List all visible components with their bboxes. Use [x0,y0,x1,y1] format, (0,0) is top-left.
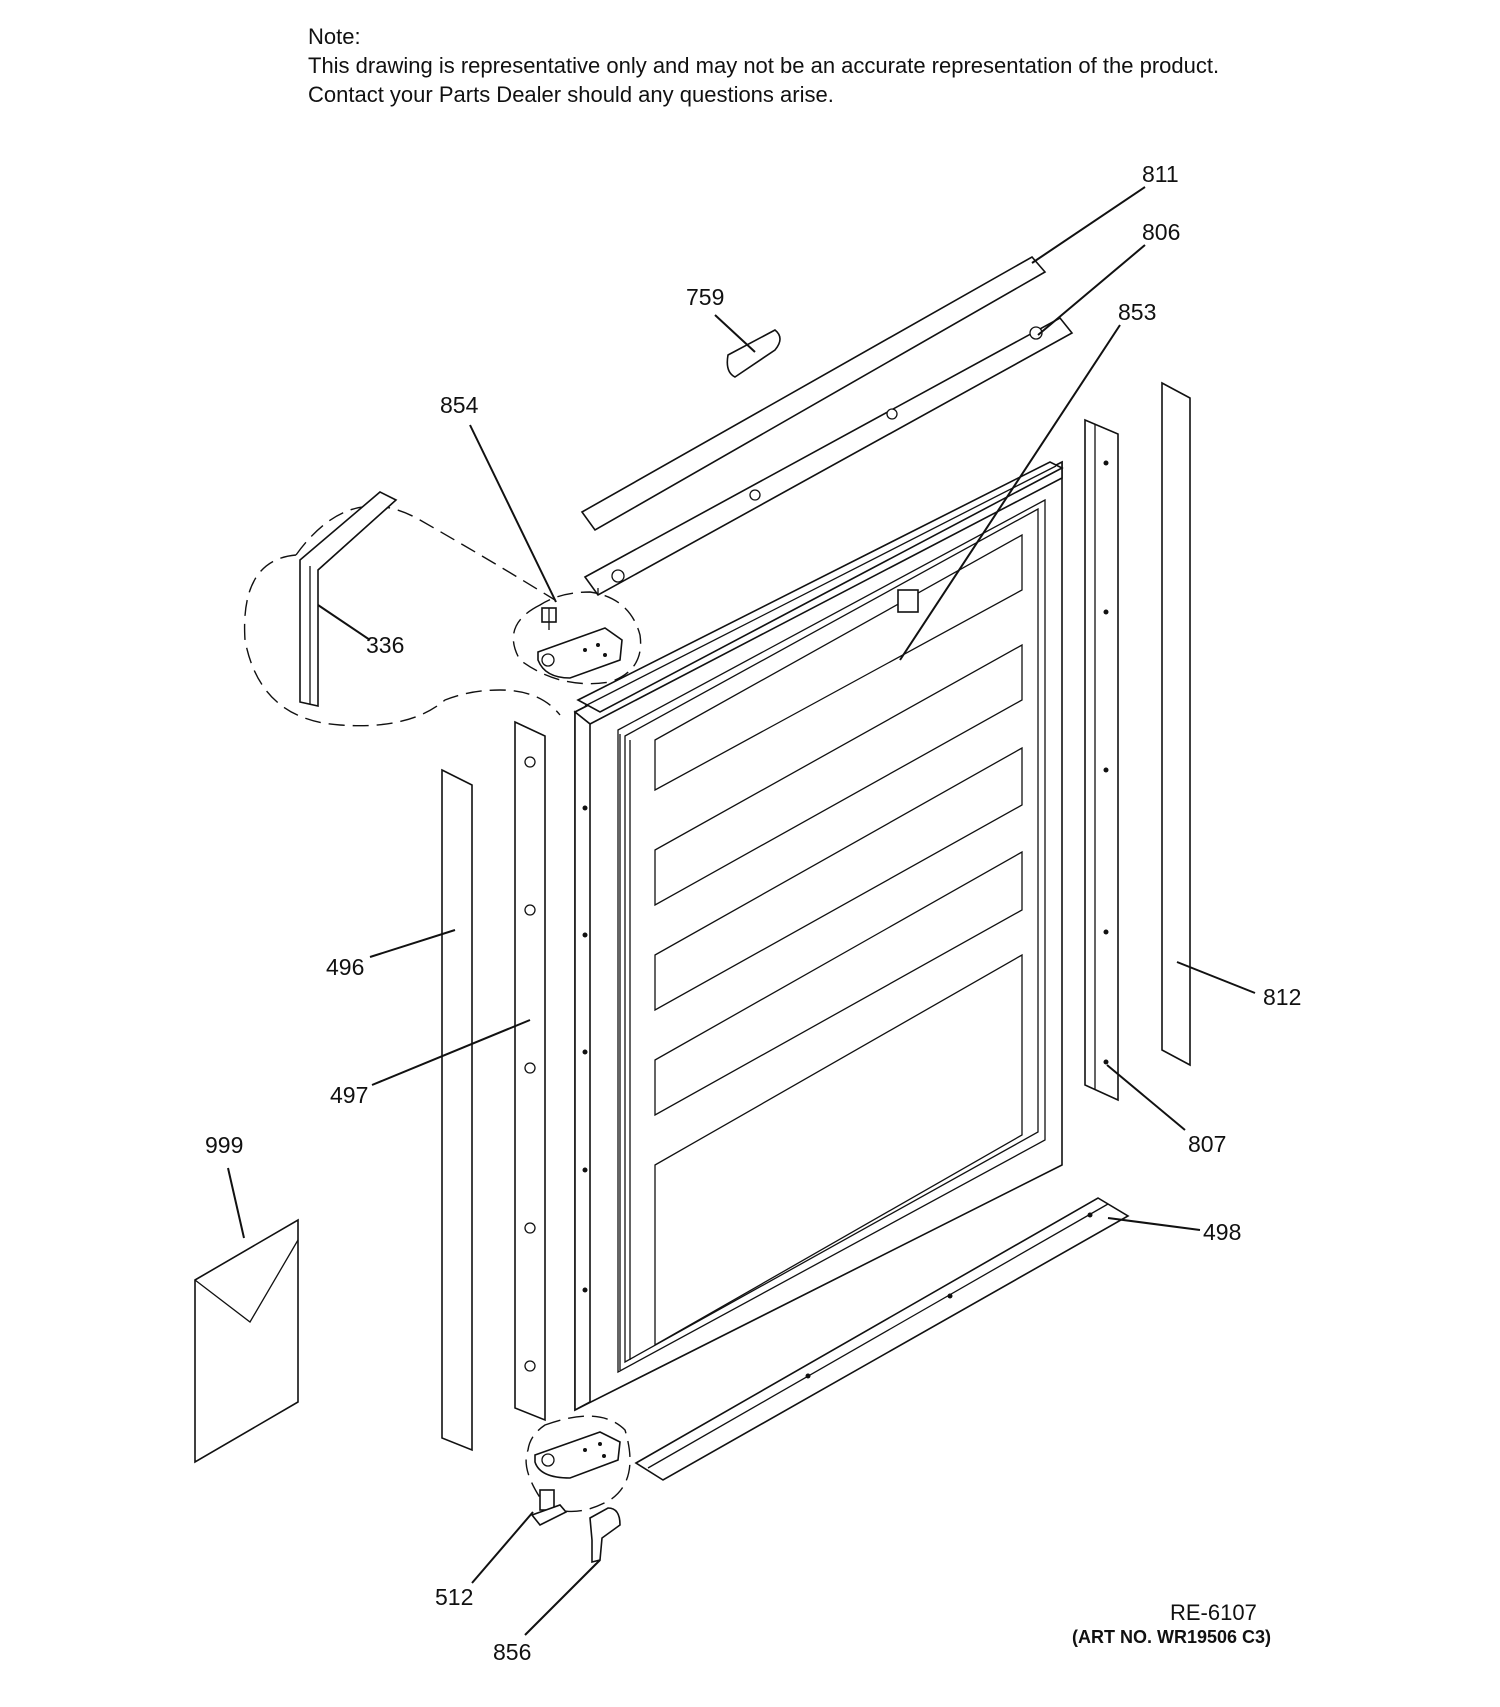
callout-854: 854 [440,392,479,418]
callout-807: 807 [1188,1131,1226,1157]
part-999-envelope [194,1218,299,1464]
callout-512: 512 [435,1584,473,1610]
part-497-side-strip [514,720,546,1422]
part-854-upper-hinge [512,591,642,685]
callout-856: 856 [493,1639,531,1665]
disclaimer-note: Note: This drawing is representative onl… [308,22,1219,109]
callout-806: 806 [1142,219,1180,245]
callout-498: 498 [1203,1219,1241,1245]
callout-759: 759 [686,284,724,310]
part-856-clip [589,1507,621,1564]
part-512-lower-hinge [525,1415,631,1527]
note-heading: Note: [308,24,361,49]
callout-labels: 811 806 759 853 854 336 496 497 812 807 … [205,161,1301,1665]
callout-812: 812 [1263,984,1301,1010]
part-811-top-trim [580,255,1047,532]
drawing-reference: RE-6107 [1170,1600,1257,1625]
callout-336: 336 [366,632,404,658]
part-853-door-frame [573,460,1064,1412]
leader-lines [227,186,1256,1636]
part-336-corner-detail [243,491,561,727]
part-498-bottom-bracket [634,1197,1130,1481]
callout-853: 853 [1118,299,1156,325]
callout-811: 811 [1142,161,1179,187]
part-806-top-bracket [583,316,1074,597]
note-line-2: Contact your Parts Dealer should any que… [308,82,834,107]
art-number: (ART NO. WR19506 C3) [1072,1627,1272,1647]
part-496-long-strip [441,768,473,1452]
note-line-1: This drawing is representative only and … [308,53,1220,78]
part-759-badge [726,329,781,378]
callout-999: 999 [205,1132,243,1158]
part-807-right-bracket [1084,418,1119,1102]
callout-496: 496 [326,954,364,980]
part-812-right-strip [1161,381,1191,1067]
callout-497: 497 [330,1082,368,1108]
